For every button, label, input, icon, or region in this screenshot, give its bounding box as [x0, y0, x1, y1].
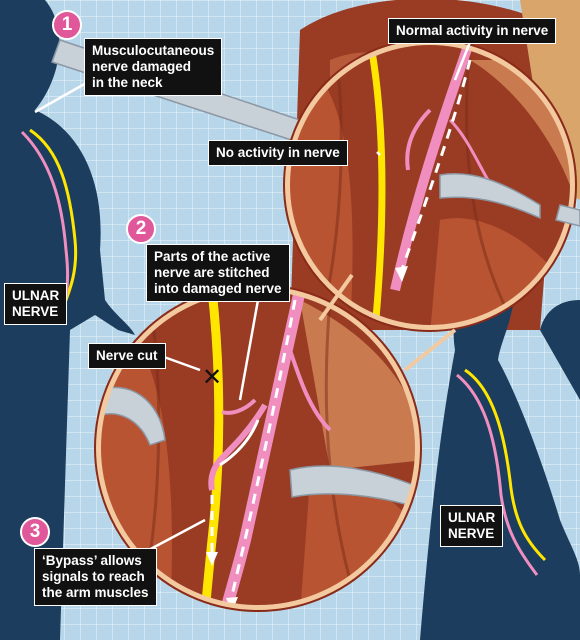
step-2-badge: 2: [126, 214, 156, 244]
step-1-label: Musculocutaneous nerve damaged in the ne…: [84, 38, 223, 96]
ulnar-nerve-left-label: ULNAR NERVE: [4, 283, 68, 325]
step-1-badge: 1: [52, 10, 82, 40]
ulnar-nerve-right-label: ULNAR NERVE: [440, 505, 504, 547]
no-activity-label: No activity in nerve: [208, 140, 348, 166]
nerve-cut-label: Nerve cut: [88, 343, 166, 369]
step-2-label: Parts of the active nerve are stitched i…: [146, 244, 290, 302]
cut-mark: ✕: [202, 363, 222, 391]
step-3-badge: 3: [20, 517, 50, 547]
connector-line: [403, 328, 457, 372]
normal-activity-label: Normal activity in nerve: [388, 18, 557, 44]
step-3-label: ‘Bypass’ allows signals to reach the arm…: [34, 548, 157, 606]
right-figure-silhouette: [420, 273, 580, 640]
connector-line: [318, 273, 354, 322]
